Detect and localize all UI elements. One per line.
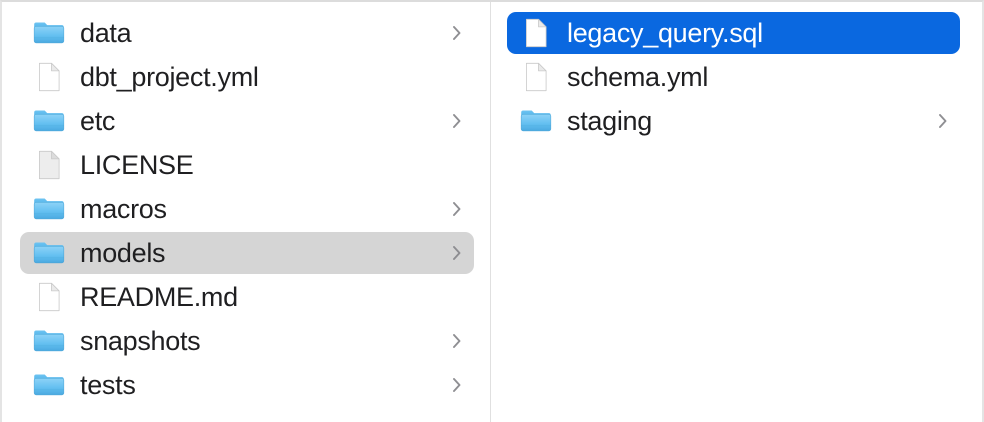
file-row-label: staging bbox=[567, 106, 652, 136]
generic-document-icon bbox=[32, 148, 66, 182]
file-row-label: snapshots bbox=[80, 326, 201, 356]
chevron-right-icon[interactable] bbox=[450, 198, 464, 220]
file-row-label: legacy_query.sql bbox=[567, 18, 763, 48]
folder-icon bbox=[519, 104, 553, 138]
folder-icon bbox=[32, 324, 66, 358]
chevron-right-icon[interactable] bbox=[450, 110, 464, 132]
file-row-label: etc bbox=[80, 106, 116, 136]
folder-icon bbox=[32, 192, 66, 226]
file-row-label: schema.yml bbox=[567, 62, 709, 92]
finder-column-child[interactable]: legacy_query.sql schema.yml staging bbox=[491, 2, 982, 422]
chevron-right-icon[interactable] bbox=[936, 110, 950, 132]
file-row-macros[interactable]: macros bbox=[20, 188, 474, 230]
chevron-right-icon[interactable] bbox=[450, 330, 464, 352]
document-icon bbox=[32, 280, 66, 314]
file-row-tests[interactable]: tests bbox=[20, 364, 474, 406]
file-row-schema-yml[interactable]: schema.yml bbox=[507, 56, 960, 98]
file-row-label: data bbox=[80, 18, 132, 48]
chevron-right-icon[interactable] bbox=[450, 22, 464, 44]
folder-icon bbox=[32, 236, 66, 270]
file-row-readme-md[interactable]: README.md bbox=[20, 276, 474, 318]
file-row-label: tests bbox=[80, 370, 136, 400]
file-row-label: models bbox=[80, 238, 166, 268]
chevron-right-icon[interactable] bbox=[450, 242, 464, 264]
file-row-label: README.md bbox=[80, 282, 238, 312]
file-row-etc[interactable]: etc bbox=[20, 100, 474, 142]
folder-icon bbox=[32, 104, 66, 138]
file-row-legacy-query-sql[interactable]: legacy_query.sql bbox=[507, 12, 960, 54]
document-icon bbox=[32, 60, 66, 94]
file-row-snapshots[interactable]: snapshots bbox=[20, 320, 474, 362]
file-row-label: dbt_project.yml bbox=[80, 62, 259, 92]
folder-icon bbox=[32, 368, 66, 402]
file-row-data[interactable]: data bbox=[20, 12, 474, 54]
file-row-models[interactable]: models bbox=[20, 232, 474, 274]
file-row-dbt-project-yml[interactable]: dbt_project.yml bbox=[20, 56, 474, 98]
folder-icon bbox=[32, 16, 66, 50]
file-row-label: macros bbox=[80, 194, 167, 224]
file-row-label: LICENSE bbox=[80, 150, 194, 180]
file-row-license[interactable]: LICENSE bbox=[20, 144, 474, 186]
file-row-staging[interactable]: staging bbox=[507, 100, 960, 142]
document-icon bbox=[519, 16, 553, 50]
chevron-right-icon[interactable] bbox=[450, 374, 464, 396]
document-icon bbox=[519, 60, 553, 94]
